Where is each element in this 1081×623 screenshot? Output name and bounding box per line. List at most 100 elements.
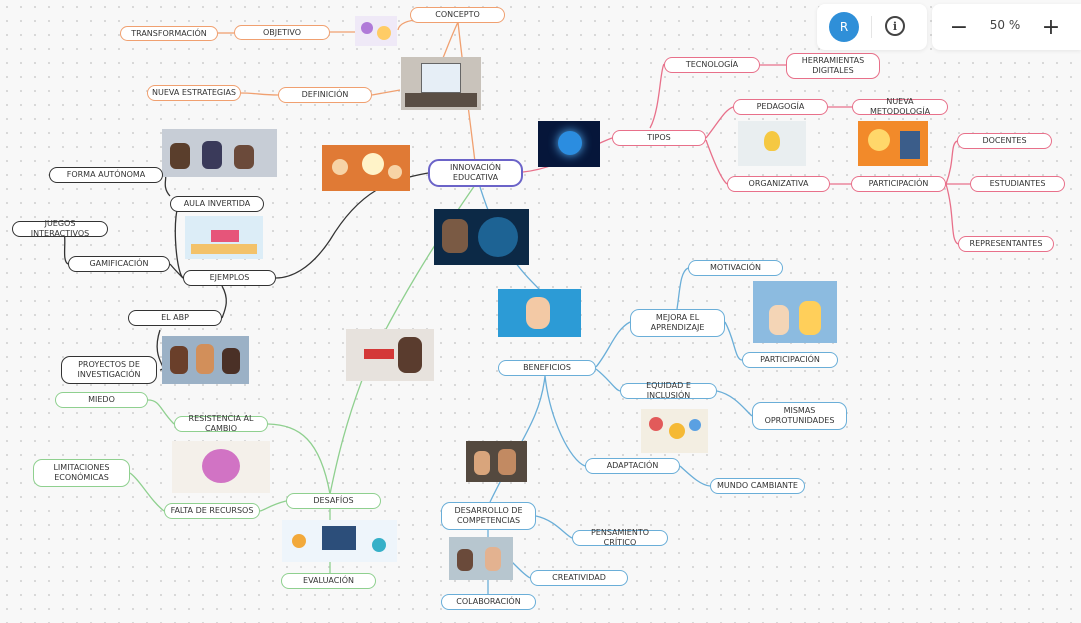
zoom-out-button[interactable]: − (949, 14, 969, 40)
node-desafios[interactable]: DESAFÍOS (286, 493, 381, 509)
node-nueva-estrategias[interactable]: NUEVA ESTRATEGIAS (147, 85, 241, 101)
node-objetivo[interactable]: OBJETIVO (234, 25, 330, 40)
node-motivacion[interactable]: MOTIVACIÓN (688, 260, 783, 276)
node-miedo[interactable]: MIEDO (55, 392, 148, 408)
node-label: FORMA AUTÓNOMA (66, 170, 146, 179)
node-label: REPRESENTANTES (969, 239, 1043, 248)
edge (162, 174, 171, 197)
edge (595, 321, 631, 368)
node-participacion-ben[interactable]: PARTICIPACIÓN (742, 352, 838, 368)
node-label: EQUIDAD E INCLUSIÓN (646, 381, 691, 400)
node-mismas-oportunidades[interactable]: MISMAS OPROTUNIDADES (752, 402, 847, 430)
zoom-toolbar: − 50 % + (932, 4, 1081, 50)
edge (221, 285, 227, 319)
central-topic[interactable]: INNOVACIÓN EDUCATiVA (428, 159, 523, 187)
node-ejemplos[interactable]: EJEMPLOS (183, 270, 276, 286)
node-estudiantes[interactable]: ESTUDIANTES (970, 176, 1065, 192)
node-label: CREATIVIDAD (552, 573, 606, 582)
node-equidad-inclusion[interactable]: EQUIDAD E INCLUSIÓN (620, 381, 717, 400)
node-limitaciones-economicas[interactable]: LIMITACIONES ECONÓMICAS (33, 459, 130, 487)
node-docentes[interactable]: DOCENTES (957, 133, 1052, 149)
edge (489, 375, 546, 503)
zoom-in-button[interactable]: + (1041, 14, 1061, 40)
node-label: COLABORACIÓN (456, 597, 521, 606)
node-tecnologia[interactable]: TECNOLOGÍA (664, 57, 760, 73)
node-label: ORGANIZATIVA (748, 179, 809, 188)
edge (240, 92, 279, 96)
user-toolbar: R i (817, 4, 927, 50)
edge (649, 63, 665, 129)
user-avatar[interactable]: R (829, 12, 859, 42)
node-label: TECNOLOGÍA (685, 60, 739, 69)
node-label: NUEVA ESTRATEGIAS (151, 88, 237, 97)
node-adaptacion[interactable]: ADAPTACIÓN (585, 458, 680, 474)
node-proyectos-investigacion[interactable]: PROYECTOS DE INVESTIGACIÓN (61, 356, 157, 384)
node-label: BENEFICIOS (523, 363, 571, 372)
node-pedagogia[interactable]: PEDAGOGÍA (733, 99, 828, 115)
collaboration-image (449, 537, 513, 580)
main-illustration (434, 209, 529, 265)
central-topic-label: INNOVACIÓN EDUCATiVA (449, 163, 501, 182)
node-label: MISMAS OPROTUNIDADES (764, 406, 835, 425)
node-forma-autonoma[interactable]: FORMA AUTÓNOMA (49, 167, 163, 183)
node-label: OBJETIVO (262, 27, 302, 37)
edge (676, 267, 689, 310)
node-evaluacion[interactable]: EVALUACIÓN (281, 573, 376, 589)
node-label: NUEVA METODOLOGÍA (869, 97, 931, 116)
node-herramientas-digitales[interactable]: HERRAMIENTAS DIGITALES (786, 53, 880, 79)
edge (724, 321, 743, 361)
node-label: CONCEPTO (435, 10, 480, 19)
node-label: EL ABP (161, 313, 189, 322)
node-aula-invertida[interactable]: AULA INVERTIDA (170, 196, 264, 212)
node-juegos-interactivos[interactable]: JUEGOS INTERACTIVOS (12, 219, 108, 238)
node-concepto[interactable]: CONCEPTO (410, 7, 505, 23)
edge (147, 399, 175, 425)
abp-image (162, 336, 249, 384)
node-resistencia-cambio[interactable]: RESISTENCIA AL CAMBIO (174, 414, 268, 433)
node-mejora-aprendizaje[interactable]: MEJORA EL APRENDIZAJE (630, 309, 725, 337)
node-desarrollo-competencias[interactable]: DESARROLLO DE COMPETENCIAS (441, 502, 536, 530)
node-creatividad[interactable]: CREATIVIDAD (530, 570, 628, 586)
node-representantes[interactable]: REPRESENTANTES (958, 236, 1054, 252)
node-el-abp[interactable]: EL ABP (128, 310, 222, 326)
node-nueva-metodologia[interactable]: NUEVA METODOLOGÍA (852, 97, 948, 116)
pedagogy-image (738, 121, 806, 166)
brain-image (172, 441, 270, 493)
methodology-image (858, 121, 928, 166)
node-organizativa[interactable]: ORGANIZATIVA (727, 176, 830, 192)
node-colaboracion[interactable]: COLABORACIÓN (441, 594, 536, 610)
node-definicion[interactable]: DEFINICIÓN (278, 87, 372, 103)
node-falta-recursos[interactable]: FALTA DE RECURSOS (164, 503, 260, 519)
node-transformacion[interactable]: TRANSFORMACIÓN (120, 26, 218, 41)
divider (871, 16, 872, 38)
node-tipos[interactable]: TIPOS (612, 130, 706, 146)
evaluation-image (282, 520, 397, 562)
edge (705, 106, 734, 139)
edge (535, 515, 573, 539)
node-label: AULA INVERTIDA (183, 199, 251, 208)
edge (595, 368, 621, 392)
node-label: DESARROLLO DE COMPETENCIAS (454, 506, 523, 525)
equity-image (641, 409, 708, 453)
students-image (466, 441, 527, 482)
edge (169, 263, 184, 279)
node-gamificacion[interactable]: GAMIFICACIÓN (68, 256, 170, 272)
node-pensamiento-critico[interactable]: PENSAMIENTO CRÍTICO (572, 528, 668, 547)
node-label: ESTUDIANTES (989, 179, 1046, 188)
node-mundo-cambiante[interactable]: MUNDO CAMBIANTE (710, 478, 805, 494)
node-participacion-org[interactable]: PARTICIPACIÓN (851, 176, 946, 192)
node-beneficios[interactable]: BENEFICIOS (498, 360, 596, 376)
node-label: RESISTENCIA AL CAMBIO (188, 414, 254, 433)
node-label: JUEGOS INTERACTIVOS (30, 219, 90, 238)
technology-image (538, 121, 600, 167)
info-icon[interactable]: i (885, 16, 905, 36)
central-image (322, 145, 410, 191)
node-label: DEFINICIÓN (301, 90, 349, 99)
node-label: HERRAMIENTAS DIGITALES (801, 56, 865, 75)
node-label: MUNDO CAMBIANTE (717, 481, 798, 490)
node-label: PEDAGOGÍA (756, 102, 805, 111)
node-label: PROYECTOS DE INVESTIGACIÓN (77, 360, 141, 379)
motivation-image (753, 281, 837, 343)
node-label: PENSAMIENTO CRÍTICO (590, 528, 650, 547)
concept-image (355, 16, 397, 46)
